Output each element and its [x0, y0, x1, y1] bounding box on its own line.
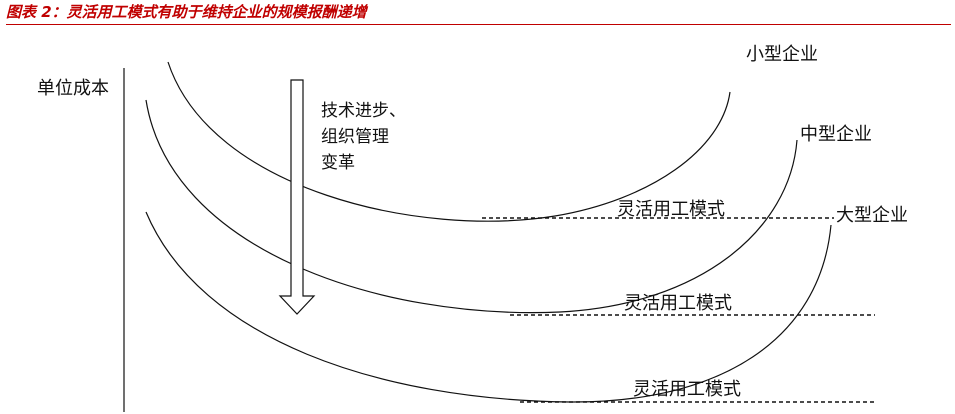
arrow-text-line-3: 变革 [321, 153, 355, 173]
curve-medium-enterprise [145, 99, 798, 314]
arrow-annotation: 技术进步、 组织管理 变革 [321, 98, 441, 176]
mode-label-medium: 灵活用工模式 [624, 293, 732, 314]
y-axis-label: 单位成本 [37, 78, 109, 99]
figure-title: 图表 2：灵活用工模式有助于维持企业的规模报酬递增 [6, 2, 951, 25]
arrow-text-line-2: 组织管理 [321, 127, 389, 147]
mode-label-small: 灵活用工模式 [617, 199, 725, 220]
arrow-text-line-1: 技术进步、 [321, 101, 406, 121]
curve-label-small: 小型企业 [746, 44, 818, 65]
down-arrow [278, 79, 316, 315]
curve-small-enterprise [167, 61, 731, 222]
curve-label-medium: 中型企业 [800, 124, 872, 145]
curve-label-large: 大型企业 [836, 205, 908, 226]
mode-label-large: 灵活用工模式 [633, 379, 741, 400]
